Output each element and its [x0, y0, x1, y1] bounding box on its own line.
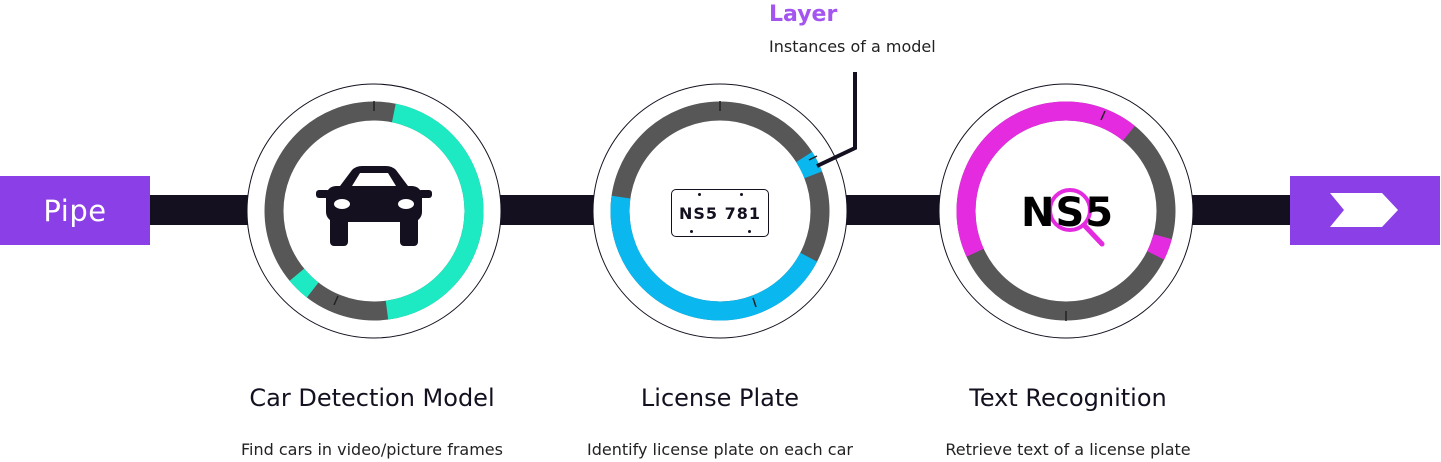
license-plate-icon: NS5 781 — [671, 189, 769, 237]
stage-title-license-plate: License Plate — [640, 384, 800, 412]
layer-subtitle: Instances of a model — [769, 37, 936, 56]
stage-car-detection — [246, 83, 502, 339]
ring-segment — [264, 101, 484, 321]
ring-segment — [956, 101, 1176, 321]
pipe-end-arrow — [1290, 176, 1440, 245]
stage-desc-text-recognition: Retrieve text of a license plate — [945, 440, 1191, 459]
magnifier-icon — [1048, 188, 1105, 247]
stage-title-car-detection: Car Detection Model — [249, 384, 495, 412]
plate-text: NS5 781 — [678, 203, 761, 223]
ring-segment — [610, 101, 830, 321]
layer-callout-line — [816, 72, 857, 168]
stage-text-recognition — [938, 83, 1194, 339]
layer-title: Layer — [769, 2, 838, 27]
ocr-text: NS5 — [1021, 190, 1115, 236]
pipe-label-text: Pipe — [43, 193, 107, 228]
stage-title-text-recognition: Text Recognition — [969, 384, 1167, 412]
stage-desc-car-detection: Find cars in video/picture frames — [241, 440, 503, 459]
stage-desc-license-plate: Identify license plate on each car — [587, 440, 853, 459]
car-icon — [316, 166, 432, 246]
pipe-label: Pipe — [0, 176, 150, 245]
